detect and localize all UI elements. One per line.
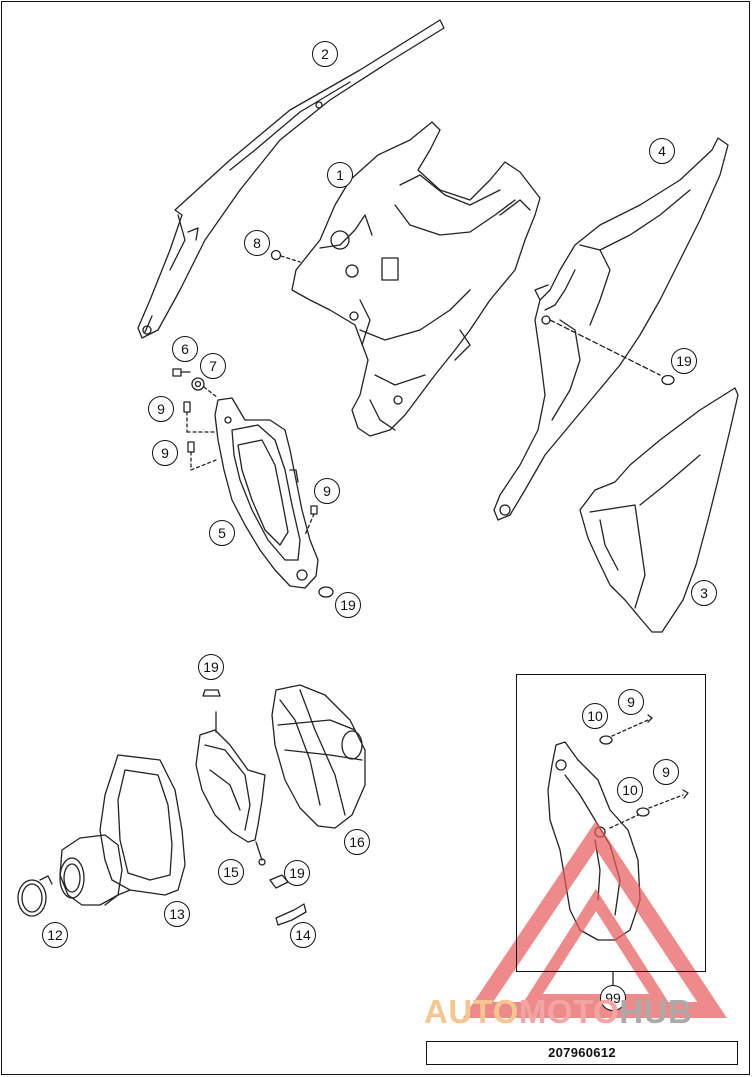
part-8-bolt xyxy=(270,249,301,263)
callout-2: 2 xyxy=(312,41,338,67)
part-14-clip xyxy=(275,903,307,926)
callout-9: 9 xyxy=(314,478,340,504)
part-4-side-panel xyxy=(493,137,729,521)
callout-12: 12 xyxy=(42,922,68,948)
callout-9: 9 xyxy=(618,689,644,715)
part-15-filter-cage xyxy=(195,711,266,866)
callout-6: 6 xyxy=(172,336,198,362)
callout-13: 13 xyxy=(164,901,190,927)
callout-7: 7 xyxy=(200,353,226,379)
part-5-filter-frame xyxy=(214,397,319,589)
part-19-grommet-a xyxy=(661,374,675,386)
part-3-side-cover xyxy=(579,387,739,633)
callout-5: 5 xyxy=(209,520,235,546)
watermark-logo-text: AUTOMOTOHUB xyxy=(424,993,693,1030)
part-13-intake-boot xyxy=(59,754,186,906)
callout-14: 14 xyxy=(290,922,316,948)
callout-8: 8 xyxy=(244,230,270,256)
callout-9: 9 xyxy=(148,396,174,422)
callout-19: 19 xyxy=(335,592,361,618)
part-12-hose-clamp xyxy=(17,875,53,917)
watermark-triangle xyxy=(462,820,727,1018)
part-19-grommet-b xyxy=(318,586,334,598)
part-19-grommet-c xyxy=(202,689,221,697)
callout-16: 16 xyxy=(344,829,370,855)
callout-1: 1 xyxy=(327,162,353,188)
drawing-code: 207960612 xyxy=(426,1041,738,1065)
part-2-strip xyxy=(137,19,445,339)
callout-9: 9 xyxy=(152,440,178,466)
fasteners-upper-left xyxy=(172,368,318,536)
detail-inset-box xyxy=(516,674,706,972)
callout-10: 10 xyxy=(582,703,608,729)
callout-3: 3 xyxy=(691,580,717,606)
callout-19: 19 xyxy=(284,860,310,886)
callout-10: 10 xyxy=(617,777,643,803)
callout-9: 9 xyxy=(653,759,679,785)
part-1-airbox xyxy=(291,121,541,437)
callout-99: 99 xyxy=(600,985,626,1011)
callout-4: 4 xyxy=(649,138,675,164)
callout-15: 15 xyxy=(218,859,244,885)
part-16-filter-cover xyxy=(271,684,366,829)
callout-19: 19 xyxy=(671,348,697,374)
callout-19: 19 xyxy=(198,654,224,680)
